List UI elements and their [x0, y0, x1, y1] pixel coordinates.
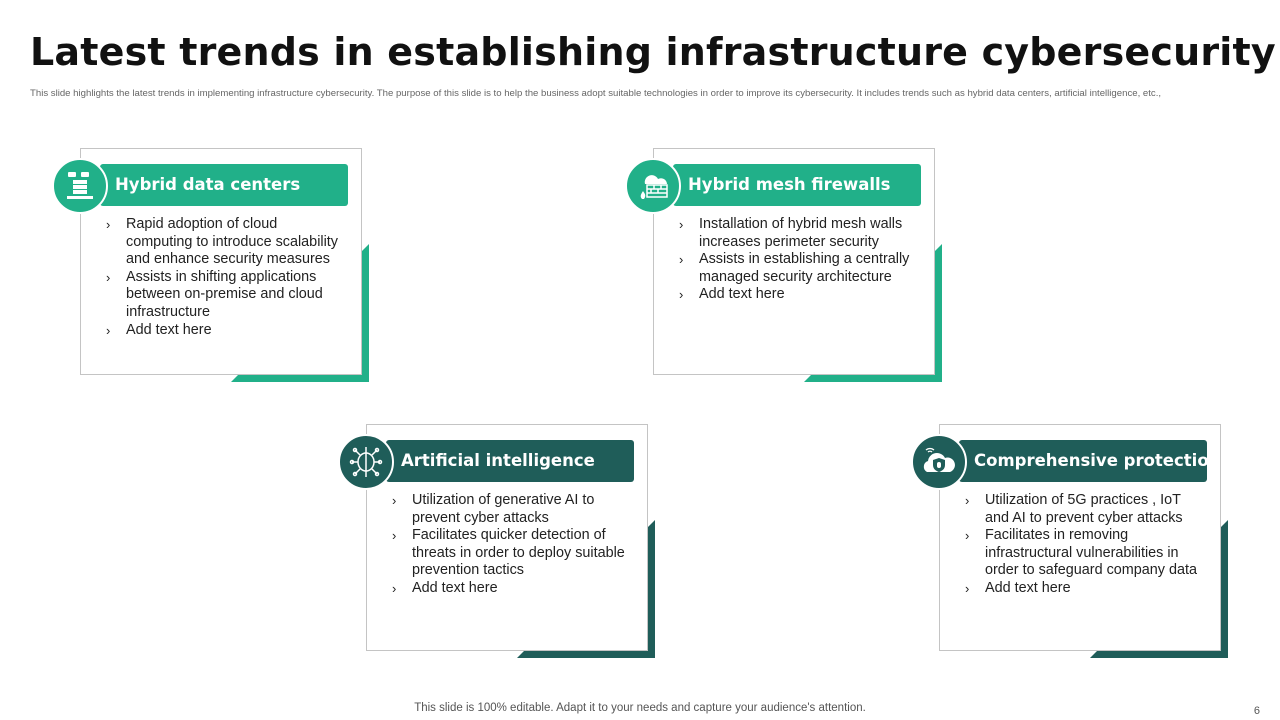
data-center-icon: [52, 158, 108, 214]
bullet-list: ›Installation of hybrid mesh walls incre…: [679, 216, 919, 304]
ai-brain-icon: [338, 434, 394, 490]
page-number: 6: [1253, 705, 1260, 717]
bullet-item: ›Utilization of generative AI to prevent…: [392, 492, 595, 526]
trend-card-hybrid-data-centers: Hybrid data centers ›Rapid adoption of c…: [52, 148, 369, 382]
bullet-item: ›Add text here: [965, 579, 1071, 596]
bullet-list: ›Rapid adoption of cloud computing to in…: [106, 216, 346, 339]
trend-card-hybrid-mesh-firewalls: Hybrid mesh firewalls ›Installation of h…: [625, 148, 942, 382]
bullet-item: ›Add text here: [106, 321, 212, 338]
card-header: Hybrid data centers: [100, 164, 348, 206]
bullet-item: ›Rapid adoption of cloud computing to in…: [106, 216, 338, 268]
bullet-list: ›Utilization of generative AI to prevent…: [392, 492, 632, 598]
cloud-security-icon: [911, 434, 967, 490]
bullet-item: ›Add text here: [392, 579, 498, 596]
bullet-item: ›Assists in shifting applications betwee…: [106, 268, 323, 320]
card-header: Artificial intelligence: [386, 440, 634, 482]
bullet-item: ›Facilitates in removing infrastructural…: [965, 527, 1197, 579]
trend-card-artificial-intelligence: Artificial intelligence ›Utilization of …: [338, 424, 655, 658]
trend-card-comprehensive-protection: Comprehensive protection ›Utilization of…: [911, 424, 1228, 658]
firewall-icon: [625, 158, 681, 214]
bullet-item: ›Assists in establishing a centrally man…: [679, 251, 910, 285]
bullet-item: ›Utilization of 5G practices , IoT and A…: [965, 492, 1183, 526]
slide-subtitle: This slide highlights the latest trends …: [30, 88, 1162, 99]
card-header: Comprehensive protection: [959, 440, 1220, 482]
footer-note: This slide is 100% editable. Adapt it to…: [414, 702, 866, 714]
bullet-item: ›Facilitates quicker detection of threat…: [392, 527, 625, 579]
slide-title: Latest trends in establishing infrastruc…: [30, 30, 1276, 74]
card-header: Hybrid mesh firewalls: [673, 164, 921, 206]
bullet-item: ›Installation of hybrid mesh walls incre…: [679, 216, 903, 250]
bullet-list: ›Utilization of 5G practices , IoT and A…: [965, 492, 1205, 598]
bullet-item: ›Add text here: [679, 286, 785, 303]
